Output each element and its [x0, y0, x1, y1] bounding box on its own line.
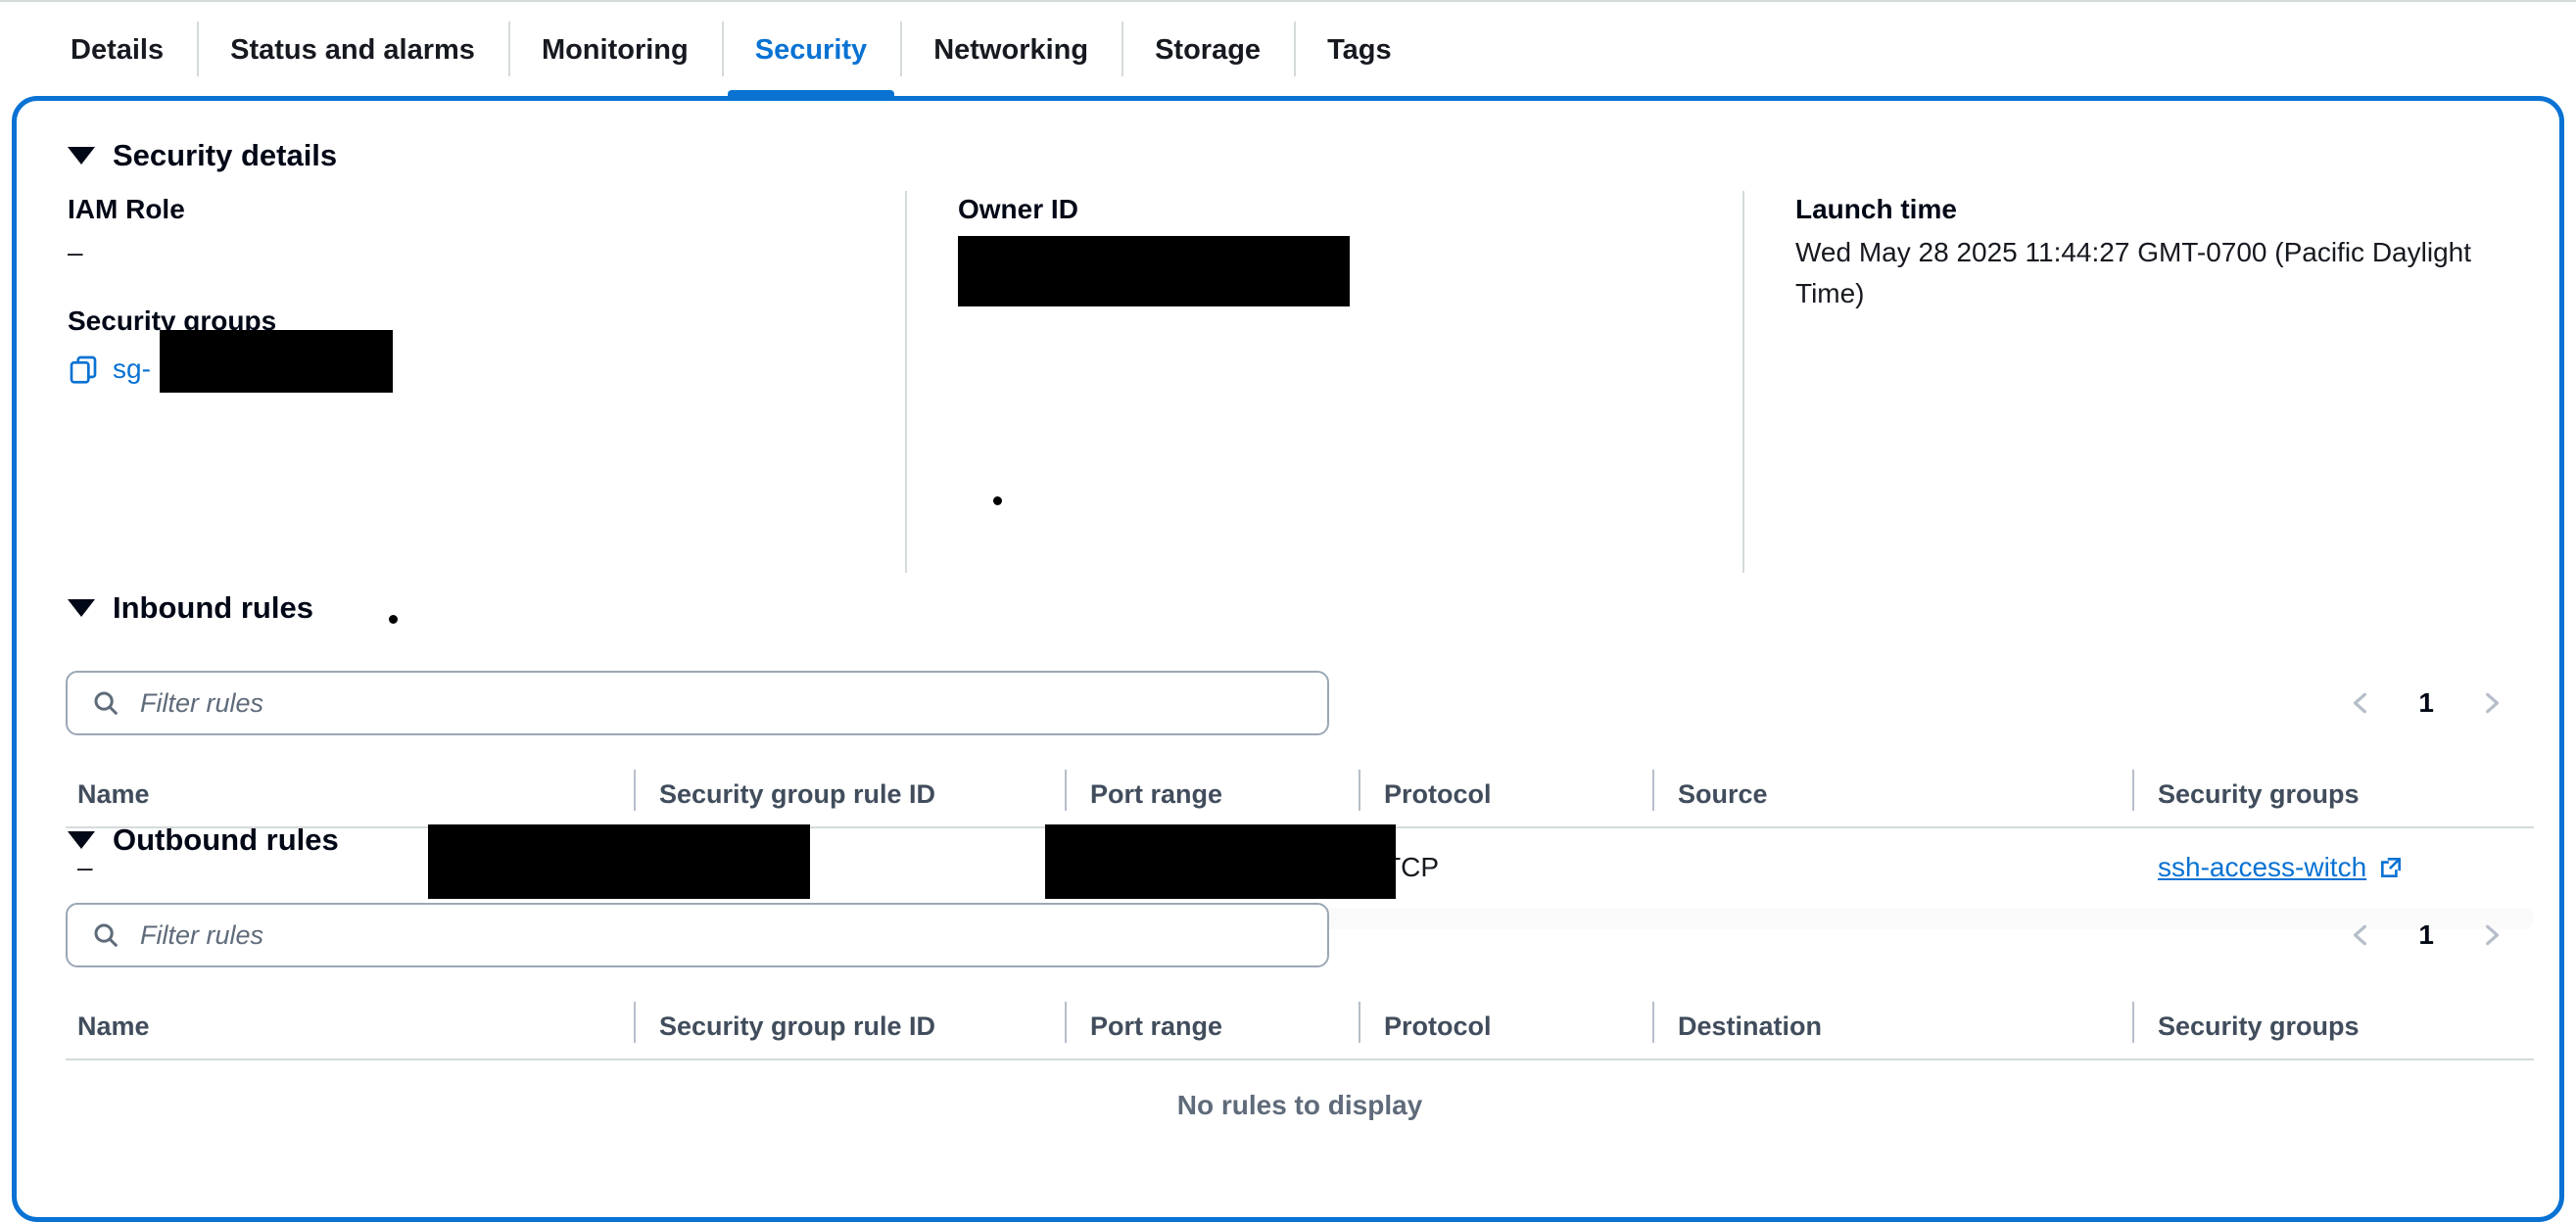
- external-link-icon: [2381, 858, 2402, 877]
- inbound-filter-row: Filter rules 1: [66, 671, 2534, 735]
- instance-tabs: Details Status and alarms Monitoring Sec…: [0, 0, 2576, 98]
- caret-down-icon: [68, 599, 95, 617]
- outbound-filter-row: Filter rules 1: [66, 903, 2534, 967]
- security-group-link-row[interactable]: sg- s-witch): [68, 330, 866, 393]
- outbound-pagination: 1: [2348, 919, 2504, 951]
- inbound-filter-placeholder: Filter rules: [140, 687, 264, 718]
- security-group-external-link[interactable]: ssh-access-witch: [2158, 852, 2404, 883]
- security-groups-field: Security groups sg- s-witch): [68, 303, 866, 393]
- tab-security[interactable]: Security: [721, 2, 900, 98]
- security-panel: Security details IAM Role – Security gro…: [12, 96, 2564, 1222]
- outbound-filter-placeholder: Filter rules: [140, 919, 264, 950]
- rule-id-redaction: [428, 824, 810, 899]
- tab-label: Storage: [1155, 33, 1262, 66]
- security-group-id-redaction: [160, 330, 393, 393]
- column-header-port-range[interactable]: Port range: [1065, 1001, 1359, 1043]
- security-details-grid: IAM Role – Security groups sg- s-witch) …: [68, 191, 2536, 573]
- caret-down-icon: [68, 831, 95, 849]
- outbound-page-number[interactable]: 1: [2418, 919, 2434, 950]
- chevron-left-icon[interactable]: [2348, 690, 2373, 716]
- column-header-name[interactable]: Name: [77, 1010, 150, 1041]
- column-header-rule-id[interactable]: Security group rule ID: [634, 769, 1065, 811]
- copy-icon[interactable]: [68, 353, 99, 385]
- details-column-right: Launch time Wed May 28 2025 11:44:27 GMT…: [1742, 191, 2536, 573]
- artifact-dot: [993, 496, 1002, 505]
- inbound-rules-section-header[interactable]: Inbound rules: [68, 590, 313, 626]
- details-column-middle: Owner ID: [905, 191, 1742, 573]
- tab-label: Status and alarms: [230, 33, 475, 66]
- column-header-destination[interactable]: Destination: [1652, 1001, 2132, 1043]
- cell-protocol: TCP: [1384, 852, 1439, 882]
- owner-id-redaction: [958, 236, 1350, 306]
- tab-networking[interactable]: Networking: [900, 2, 1121, 98]
- tab-label: Details: [71, 33, 165, 66]
- tab-label: Monitoring: [541, 33, 689, 66]
- column-header-source[interactable]: Source: [1652, 769, 2132, 811]
- outbound-empty-state: No rules to display: [1176, 1090, 1423, 1120]
- column-header-security-groups[interactable]: Security groups: [2132, 769, 2524, 811]
- outbound-rules-section-header[interactable]: Outbound rules: [68, 822, 339, 858]
- cell-security-group[interactable]: ssh-access-witch: [2132, 852, 2524, 883]
- outbound-rules-title: Outbound rules: [113, 822, 339, 857]
- source-redaction: [1045, 824, 1396, 899]
- chevron-left-icon[interactable]: [2348, 922, 2373, 948]
- launch-time-value: Wed May 28 2025 11:44:27 GMT-0700 (Pacif…: [1795, 237, 2471, 308]
- tab-label: Networking: [933, 33, 1089, 66]
- security-details-title: Security details: [113, 138, 338, 172]
- iam-role-label: IAM Role: [68, 194, 185, 224]
- details-column-left: IAM Role – Security groups sg- s-witch): [68, 191, 905, 573]
- launch-time-label: Launch time: [1795, 194, 1957, 224]
- outbound-rules-table: Name Security group rule ID Port range P…: [66, 994, 2534, 1060]
- tab-label: Security: [754, 33, 868, 66]
- security-details-section-header[interactable]: Security details: [68, 138, 337, 173]
- search-icon: [94, 923, 119, 948]
- tab-label: Tags: [1327, 33, 1392, 66]
- tab-status-and-alarms[interactable]: Status and alarms: [197, 2, 508, 98]
- column-header-port-range[interactable]: Port range: [1065, 769, 1359, 811]
- outbound-filter-rules-input[interactable]: Filter rules: [66, 903, 1329, 967]
- tab-details[interactable]: Details: [37, 2, 197, 98]
- column-header-protocol[interactable]: Protocol: [1359, 1001, 1652, 1043]
- column-header-protocol[interactable]: Protocol: [1359, 769, 1652, 811]
- tab-storage[interactable]: Storage: [1121, 2, 1294, 98]
- column-header-name[interactable]: Name: [77, 778, 150, 809]
- chevron-right-icon[interactable]: [2479, 922, 2504, 948]
- tab-tags[interactable]: Tags: [1294, 2, 1425, 98]
- inbound-rules-table: Name Security group rule ID Port range P…: [66, 762, 2534, 907]
- chevron-right-icon[interactable]: [2479, 690, 2504, 716]
- inbound-table-header: Name Security group rule ID Port range P…: [66, 762, 2534, 828]
- iam-role-value: –: [68, 237, 83, 267]
- search-icon: [94, 691, 119, 716]
- table-row[interactable]: – 22 TCP ssh-access-witch: [66, 824, 2534, 907]
- cell-name: –: [77, 852, 93, 882]
- security-group-link-prefix[interactable]: sg-: [113, 353, 151, 384]
- inbound-page-number[interactable]: 1: [2418, 687, 2434, 718]
- outbound-table-header: Name Security group rule ID Port range P…: [66, 994, 2534, 1060]
- inbound-filter-rules-input[interactable]: Filter rules: [66, 671, 1329, 735]
- column-header-rule-id[interactable]: Security group rule ID: [634, 1001, 1065, 1043]
- security-group-link-text: ssh-access-witch: [2158, 852, 2367, 882]
- artifact-dot: [389, 615, 398, 624]
- inbound-rules-title: Inbound rules: [113, 590, 313, 625]
- column-header-security-groups[interactable]: Security groups: [2132, 1001, 2524, 1043]
- tab-monitoring[interactable]: Monitoring: [507, 2, 722, 98]
- inbound-pagination: 1: [2348, 687, 2504, 719]
- owner-id-label: Owner ID: [958, 194, 1078, 224]
- caret-down-icon: [68, 147, 95, 164]
